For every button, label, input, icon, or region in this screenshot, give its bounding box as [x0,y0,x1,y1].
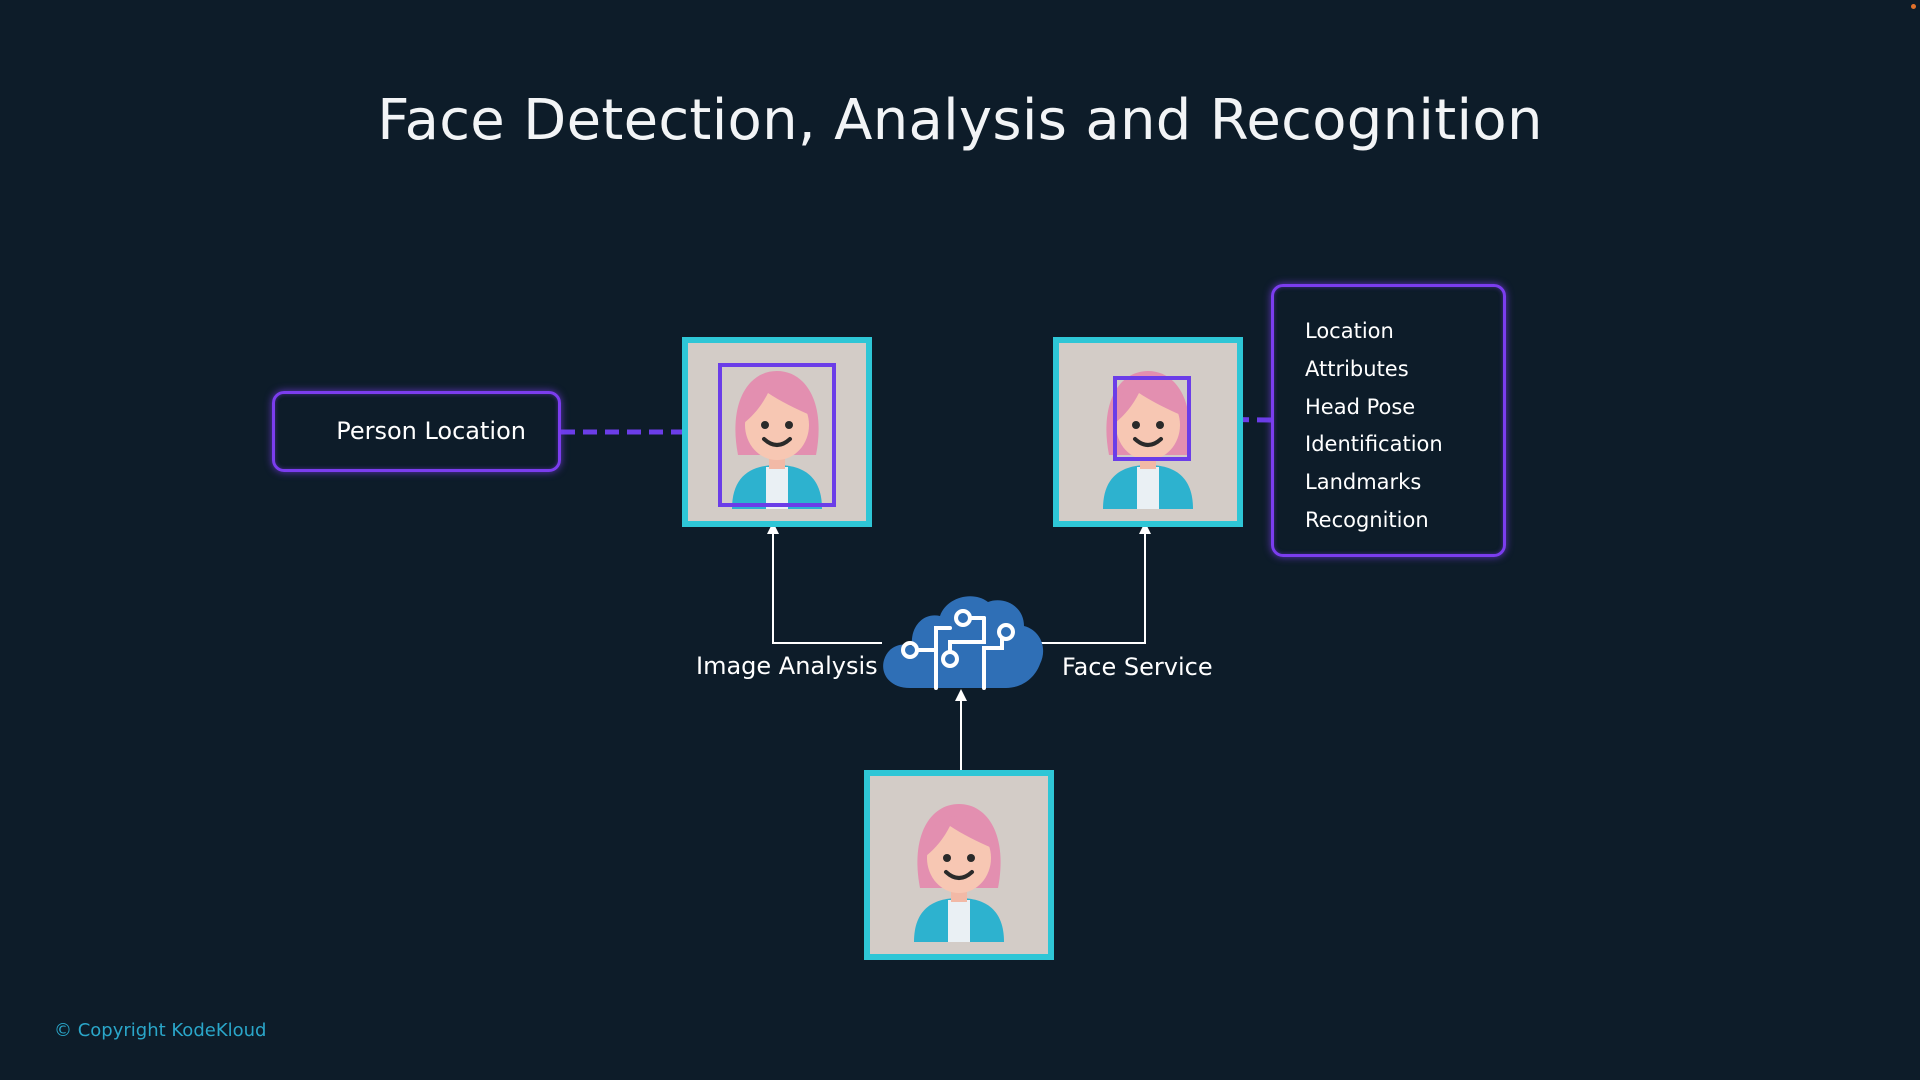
arrow-cloud-to-face-service [1040,522,1151,644]
person-location-label: Person Location [336,417,526,445]
person-avatar-icon [732,371,822,509]
face-features-list: Location Attributes Head Pose Identifica… [1305,313,1443,540]
copyright-text: © Copyright KodeKloud [54,1020,267,1041]
corner-indicator [1911,4,1916,9]
input-photo [864,770,1054,960]
image-analysis-label: Image Analysis [696,652,878,680]
face-bounding-box [1113,376,1191,461]
face-bounding-box [718,363,836,507]
face-service-label: Face Service [1062,653,1213,681]
face-service-photo [1053,337,1243,527]
list-item: Identification [1305,432,1443,457]
arrow-cloud-to-image-analysis [767,522,882,644]
list-item: Location [1305,319,1394,343]
person-location-box: Person Location [272,391,561,472]
person-avatar-icon [914,804,1004,942]
list-item: Head Pose [1305,394,1416,419]
ai-cloud-circuit-icon [880,590,1046,696]
list-item: Attributes [1305,356,1409,381]
image-analysis-photo [682,337,872,527]
list-item: Recognition [1305,507,1429,532]
face-features-box: Location Attributes Head Pose Identifica… [1271,284,1506,557]
list-item: Landmarks [1305,470,1422,495]
page-title: Face Detection, Analysis and Recognition [377,88,1543,153]
